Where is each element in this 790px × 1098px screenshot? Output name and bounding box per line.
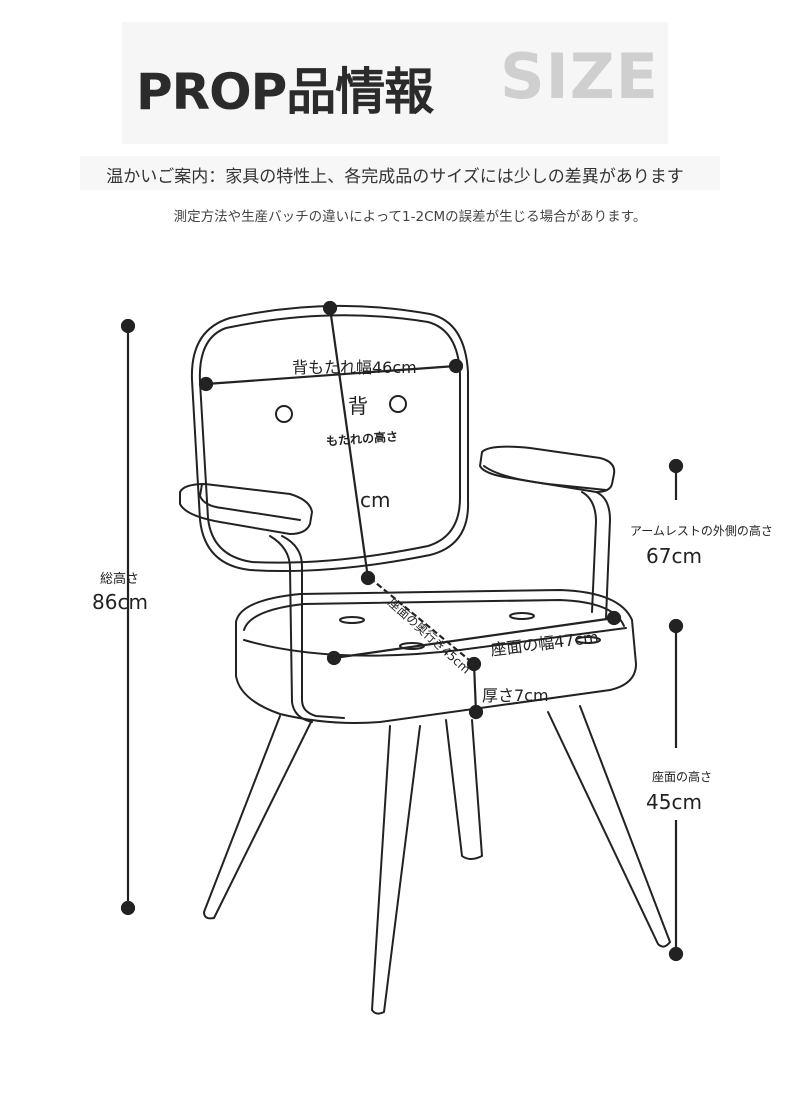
chair-outline [179,304,671,1015]
header-band [122,22,668,144]
seat-height-label: 座面の高さ [652,770,713,784]
total-height-bottom-dot [120,900,136,916]
notice-text: 温かいご案内：家具の特性上、各完成品のサイズには少しの差異があります [106,167,684,187]
armrest-height-value: 67cm [646,544,702,568]
backrest-height-label-a: 背 [348,394,368,418]
total-height-label: 総高さ [100,572,140,587]
tolerance-note: 測定方法や生産バッチの違いによって1-2CMの誤差が生じる場合があります。 [173,209,647,225]
backrest-width-label: 背もたれ幅46cm [292,358,417,377]
total-height-value: 86cm [92,590,148,614]
dimension-lines [120,300,684,962]
seat-height-value: 45cm [646,790,702,814]
total-height-top-dot [120,318,136,334]
notice-band [80,156,720,190]
size-heading: SIZE [500,40,660,113]
armrest-height-label: アームレストの外側の高さ [630,524,773,538]
page-title: PROP品情報 [136,63,434,121]
backrest-height-unit: cm [360,488,391,512]
thickness-label: 厚さ7cm [482,686,549,705]
